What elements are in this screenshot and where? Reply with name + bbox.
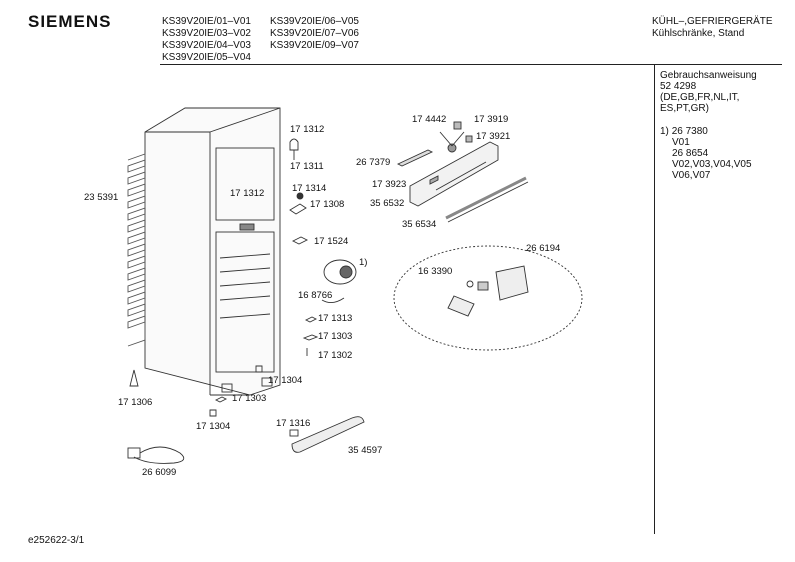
part-label: 26 6194 — [526, 243, 561, 254]
model-item: KS39V20IE/06–V05 — [270, 16, 359, 27]
footnote-versions: V01 — [672, 137, 690, 148]
part-label: 23 5391 — [84, 192, 119, 203]
footnote-part: 26 7380 — [671, 126, 708, 137]
control-panel — [396, 121, 529, 223]
model-item: KS39V20IE/01–V01 — [162, 16, 251, 27]
lamp-cover — [495, 265, 529, 301]
foot-icon — [129, 369, 139, 387]
part-label: 17 1304 — [268, 375, 303, 386]
part-label: 26 6099 — [142, 467, 177, 478]
footnote-part: 26 8654 — [672, 148, 709, 159]
part-label: 17 1303 — [232, 393, 267, 404]
model-item: KS39V20IE/09–V07 — [270, 40, 359, 51]
washer-icon — [296, 192, 304, 200]
part-label: 17 1308 — [310, 199, 345, 210]
clip-icon — [214, 396, 228, 403]
fridge-cabinet — [144, 107, 281, 396]
model-item: KS39V20IE/03–V02 — [162, 28, 251, 39]
switch-assembly — [447, 295, 475, 317]
handle-icon — [289, 416, 365, 453]
cable-icon — [321, 297, 345, 303]
footnote-line: 1) 26 7380 — [660, 126, 752, 137]
manual-info: Gebrauchsanweisung 52 4298 (DE,GB,FR,NL,… — [660, 70, 757, 114]
part-label: 17 1306 — [118, 397, 153, 408]
sidebar-divider — [654, 64, 655, 534]
part-label: 17 3923 — [372, 179, 407, 190]
part-label: 35 4597 — [348, 445, 383, 456]
part-label: 17 3919 — [474, 114, 509, 125]
manual-languages: ES,PT,GR) — [660, 103, 709, 114]
condenser-coil — [127, 153, 146, 347]
part-label: 17 1302 — [318, 350, 353, 361]
model-list-col1: KS39V20IE/01–V01 KS39V20IE/03–V02 KS39V2… — [162, 16, 251, 64]
model-item: KS39V20IE/05–V04 — [162, 52, 251, 63]
part-label: 16 3390 — [418, 266, 453, 277]
part-label: 17 1311 — [290, 161, 324, 172]
brand-logo: SIEMENS — [28, 12, 112, 31]
model-item: KS39V20IE/04–V03 — [162, 40, 251, 51]
footnote-reference: 1) — [359, 257, 368, 268]
clip-icon — [302, 334, 319, 341]
category-block: KÜHL–,GEFRIERGERÄTE Kühlschränke, Stand — [652, 16, 773, 40]
part-label: 35 6534 — [402, 219, 437, 230]
part-label: 26 7379 — [356, 157, 391, 168]
part-label: 17 4442 — [412, 114, 447, 125]
light-assembly-group — [393, 245, 583, 351]
category-subtitle: Kühlschränke, Stand — [652, 28, 745, 39]
screw-icon — [209, 409, 217, 417]
fan-icon — [323, 259, 357, 285]
part-label: 17 1313 — [318, 313, 353, 324]
part-label: 17 1304 — [196, 421, 231, 432]
part-label: 17 3921 — [476, 131, 511, 142]
clip-icon — [291, 236, 309, 245]
screw-icon — [255, 365, 263, 373]
clip-icon — [304, 316, 318, 323]
footnote-versions: V02,V03,V04,V05 — [672, 159, 752, 170]
power-cord-icon — [127, 446, 185, 464]
lamp-socket — [466, 280, 489, 291]
footnote-marker: 1) — [660, 126, 669, 137]
footnote-versions: V06,V07 — [672, 170, 711, 181]
part-label: 35 6532 — [370, 198, 405, 209]
category-title: KÜHL–,GEFRIERGERÄTE — [652, 16, 773, 27]
bracket-icon — [289, 203, 307, 215]
model-list-col2: KS39V20IE/06–V05 KS39V20IE/07–V06 KS39V2… — [270, 16, 359, 52]
part-label: 17 1312 — [230, 188, 265, 199]
manual-languages: (DE,GB,FR,NL,IT, — [660, 92, 740, 103]
part-label: 17 1316 — [276, 418, 311, 429]
part-label: 17 1312 — [290, 124, 325, 135]
hinge-icon — [289, 138, 299, 151]
document-id: e252622-3/1 — [28, 535, 85, 546]
part-label: 17 1303 — [318, 331, 353, 342]
header-divider — [160, 64, 782, 65]
manual-number: 52 4298 — [660, 81, 697, 92]
part-label: 17 1314 — [292, 183, 327, 194]
footnote-block: 1) 26 7380 V01 26 8654 V02,V03,V04,V05 V… — [660, 126, 752, 181]
model-item: KS39V20IE/07–V06 — [270, 28, 359, 39]
part-label: 17 1524 — [314, 236, 349, 247]
part-label: 16 8766 — [298, 290, 333, 301]
manual-title: Gebrauchsanweisung — [660, 70, 757, 81]
